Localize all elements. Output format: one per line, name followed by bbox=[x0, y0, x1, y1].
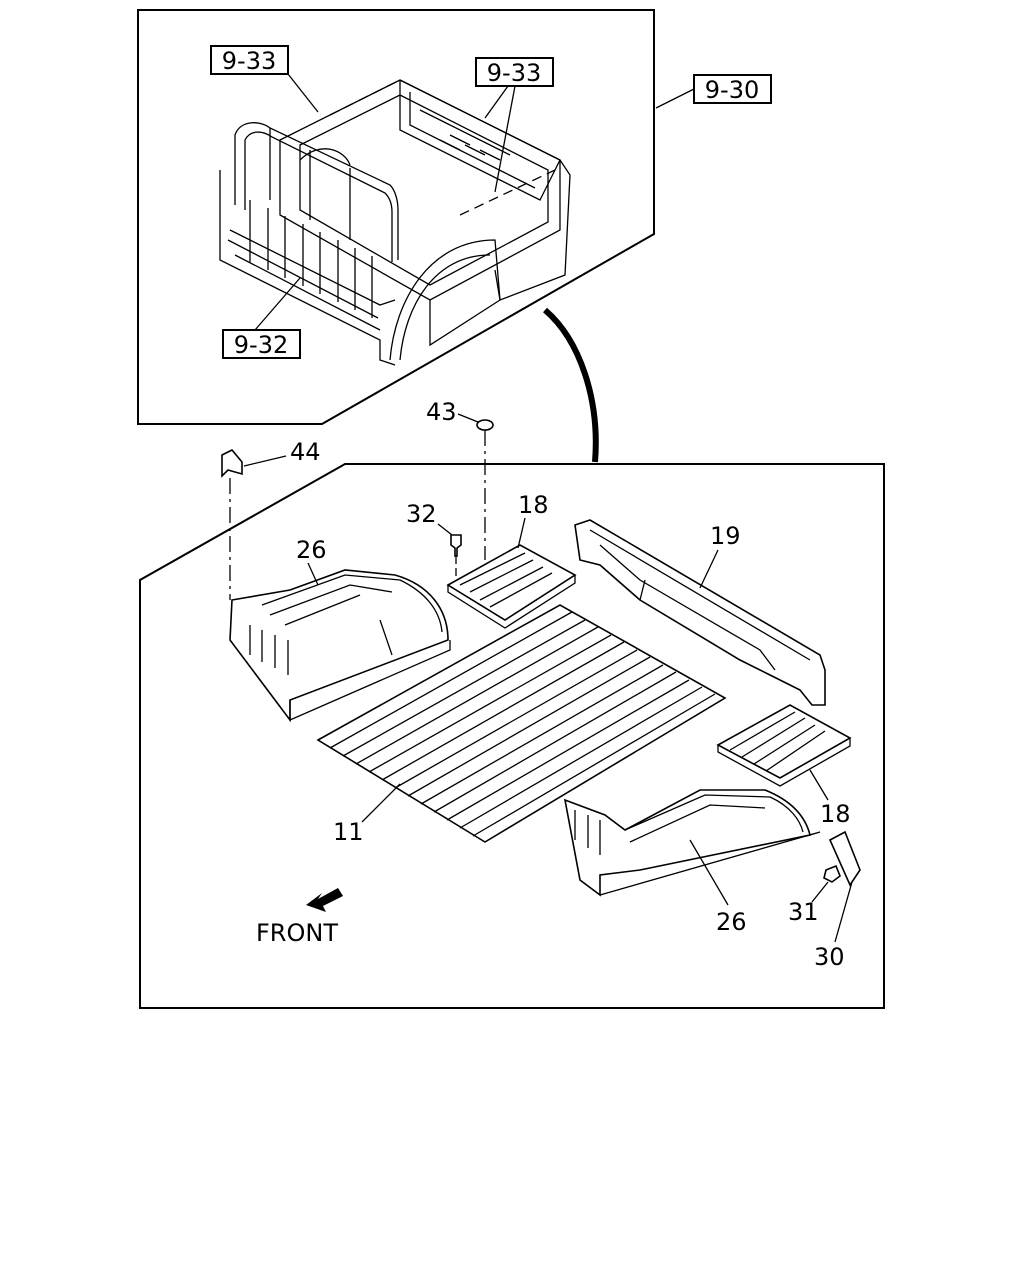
svg-text:18: 18 bbox=[820, 800, 851, 828]
part-30-bracket: 30 bbox=[814, 830, 861, 971]
part-44-bracket: 44 bbox=[221, 438, 321, 600]
svg-text:9-30: 9-30 bbox=[705, 76, 759, 104]
svg-text:32: 32 bbox=[406, 500, 437, 528]
svg-text:43: 43 bbox=[426, 398, 457, 426]
connector-arc bbox=[543, 307, 599, 463]
svg-text:9-32: 9-32 bbox=[234, 331, 288, 359]
inset-frame-truck-bed bbox=[137, 9, 655, 425]
part-19-sill: 19 bbox=[574, 519, 826, 706]
svg-text:11: 11 bbox=[333, 818, 364, 846]
ref-9-33-right: 9-33 bbox=[475, 57, 554, 193]
lower-frame-floor-parts bbox=[139, 463, 885, 1009]
part-18-right-plate: 18 bbox=[716, 704, 852, 828]
ref-9-33-left: 9-33 bbox=[210, 45, 319, 113]
ref-9-30: 9-30 bbox=[655, 74, 772, 109]
part-26-left-wheelhouse: 26 bbox=[229, 536, 451, 723]
svg-text:9-33: 9-33 bbox=[487, 59, 541, 87]
part-43-clip: 43 bbox=[426, 398, 494, 560]
part-26-right-wheelhouse: 26 bbox=[563, 789, 821, 936]
front-direction-indicator: FRONT bbox=[256, 888, 343, 947]
front-label: FRONT bbox=[256, 919, 338, 947]
svg-text:31: 31 bbox=[788, 898, 819, 926]
svg-text:9-33: 9-33 bbox=[222, 47, 276, 75]
svg-text:18: 18 bbox=[518, 491, 549, 519]
part-18-top-plate: 18 bbox=[446, 491, 577, 629]
svg-text:26: 26 bbox=[296, 536, 327, 564]
svg-text:19: 19 bbox=[710, 522, 741, 550]
part-31-nut: 31 bbox=[788, 864, 841, 926]
svg-text:26: 26 bbox=[716, 908, 747, 936]
svg-text:44: 44 bbox=[290, 438, 321, 466]
part-11-floor: 11 bbox=[316, 604, 727, 846]
part-32-bolt: 32 bbox=[406, 500, 462, 585]
truck-bed-illustration bbox=[219, 79, 571, 366]
ref-9-32: 9-32 bbox=[222, 277, 301, 359]
svg-text:30: 30 bbox=[814, 943, 845, 971]
